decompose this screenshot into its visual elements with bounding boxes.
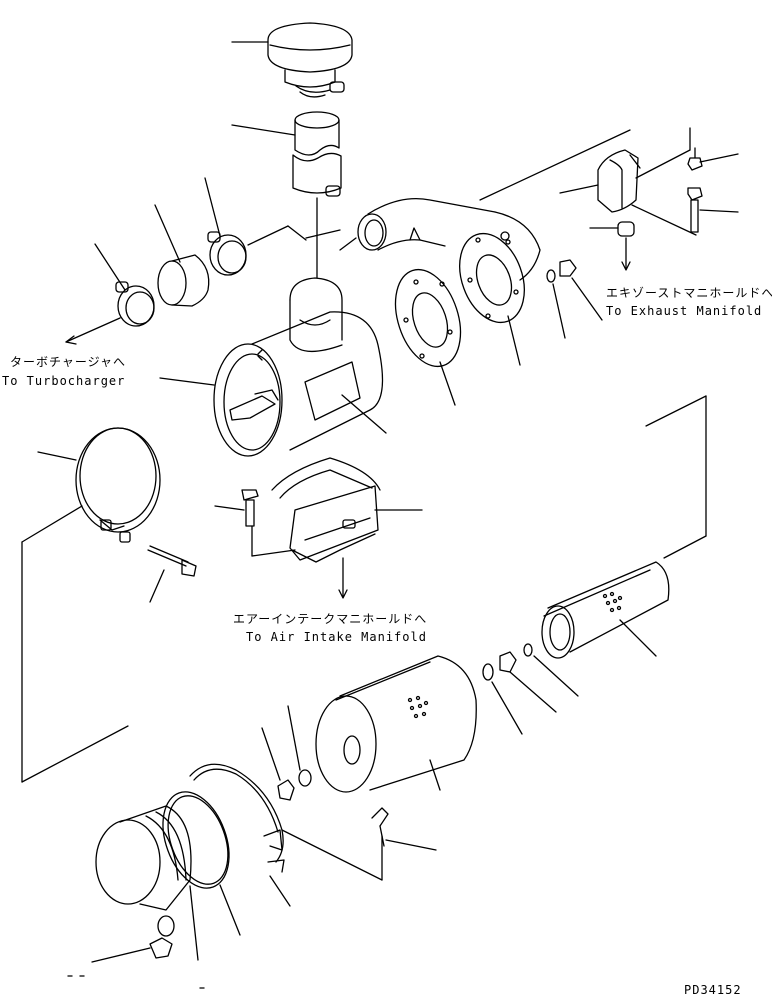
pipe-flange: [459, 231, 525, 324]
mounting-bracket: [271, 457, 381, 563]
band-clamp: [75, 427, 161, 543]
small-clamp-1: [207, 231, 247, 276]
service-indicator: [371, 807, 389, 847]
bracket-nut: [617, 221, 635, 237]
label-turbocharger-jp: ターボチャージャへ: [10, 355, 127, 369]
o-ring: [162, 791, 230, 889]
safety-element: [541, 561, 670, 659]
label-exhaust-manifold-en: To Exhaust Manifold: [606, 304, 763, 318]
small-clamp-2: [115, 281, 155, 327]
primary-element: [315, 655, 477, 793]
drawing-code: PD34152: [684, 983, 742, 995]
label-air-intake-manifold-en: To Air Intake Manifold: [246, 630, 427, 644]
label-turbocharger-en: To Turbocharger: [2, 374, 126, 388]
wing-nut: [277, 769, 312, 801]
exhaust-bracket: [597, 149, 641, 213]
bracket-bolts: [687, 147, 703, 233]
clamp-bolt: [147, 545, 197, 577]
evacuator-valve: [149, 937, 173, 959]
flange-gasket: [394, 268, 462, 368]
dust-cup: [95, 805, 192, 937]
label-exhaust-manifold-jp: エキゾーストマニホールドへ: [606, 286, 772, 300]
rubber-hose: [157, 254, 210, 307]
elbow-pipe: [357, 197, 541, 281]
intake-pipe: [292, 111, 342, 197]
mounting-bolt: [241, 489, 259, 527]
label-air-intake-manifold-jp: エアーインテークマニホールドへ: [233, 612, 428, 626]
cover-band: [189, 763, 285, 873]
precleaner-cap: [267, 22, 353, 98]
air-cleaner-body: [213, 277, 384, 457]
leader-2: [231, 124, 296, 136]
